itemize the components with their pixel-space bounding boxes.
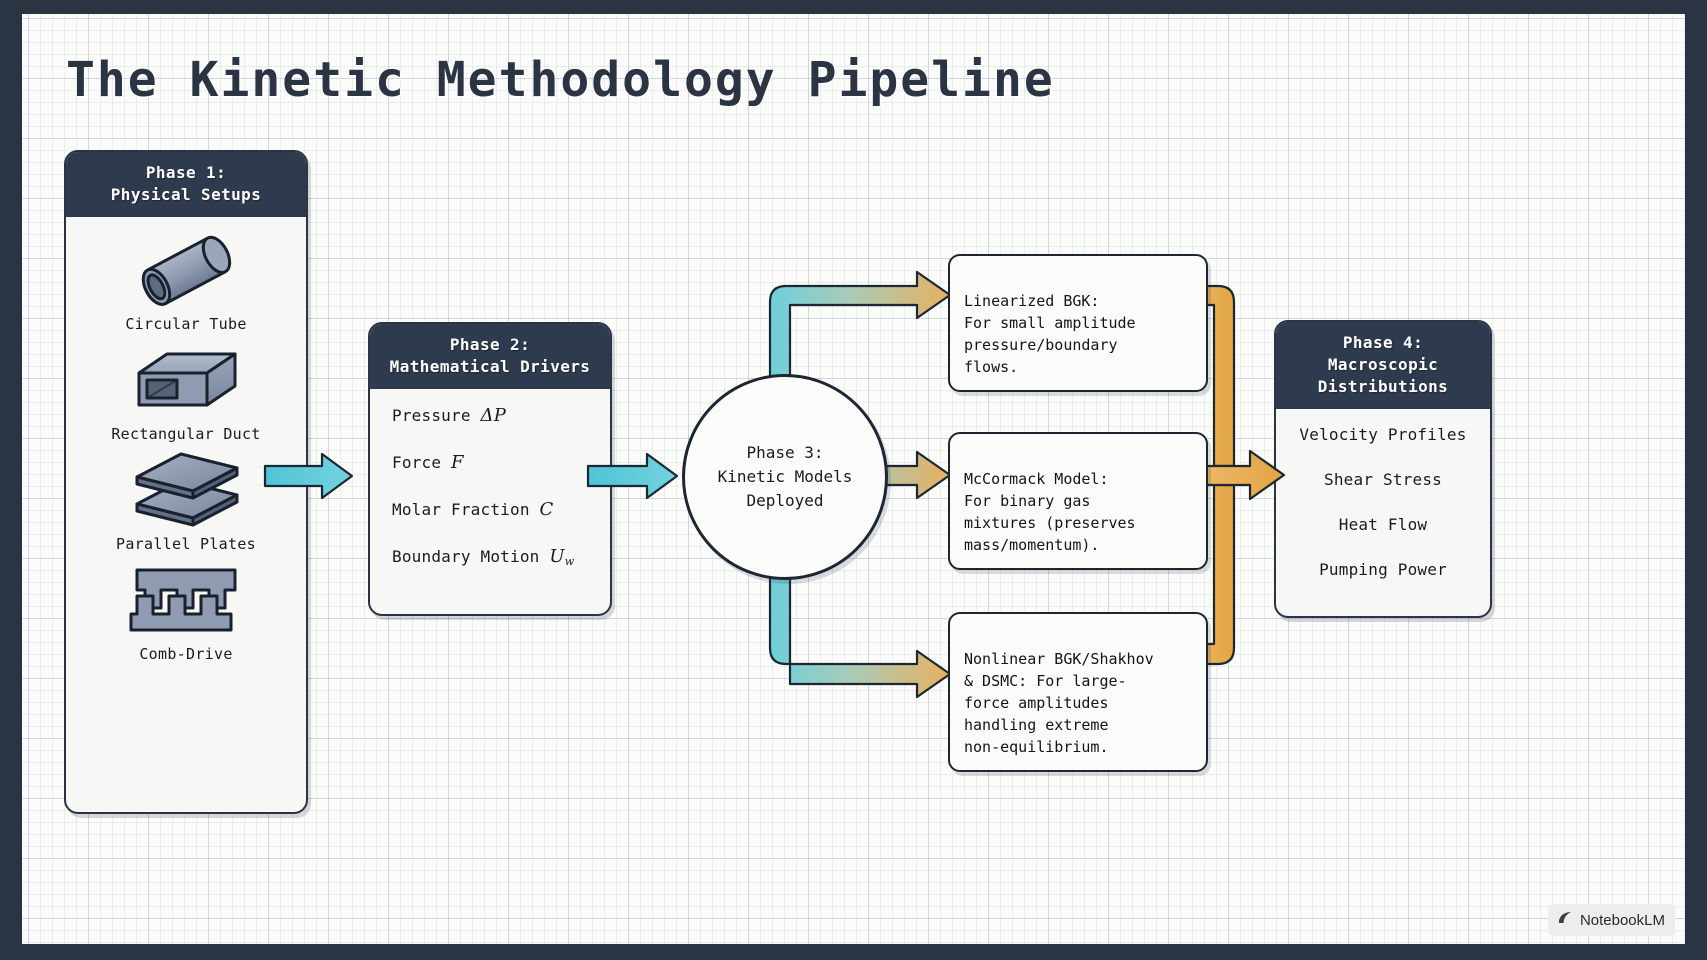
output-shear-stress: Shear Stress (1324, 470, 1442, 489)
driver-symbol: ΔP (480, 405, 507, 426)
phase2-panel: Phase 2: Mathematical Drivers Pressure Δ… (368, 322, 612, 616)
setup-label: Rectangular Duct (111, 425, 261, 443)
arrow-phase2-to-phase3 (586, 452, 679, 500)
model-text: Nonlinear BGK/Shakhov & DSMC: For large-… (964, 650, 1154, 756)
phase2-header: Phase 2: Mathematical Drivers (370, 324, 610, 389)
comb-drive-icon (121, 557, 251, 643)
page-title: The Kinetic Methodology Pipeline (66, 52, 1055, 108)
phase2-body: Pressure ΔP Force F Molar Fraction C Bou… (370, 389, 610, 578)
setup-item-rectangular-duct[interactable]: Rectangular Duct (74, 337, 298, 443)
output-velocity-profiles: Velocity Profiles (1299, 425, 1467, 444)
watermark-label: NotebookLM (1579, 911, 1665, 929)
model-box-nonlinear-bgk-dsmc[interactable]: Nonlinear BGK/Shakhov & DSMC: For large-… (948, 612, 1208, 772)
phase4-panel: Phase 4: Macroscopic Distributions Veloc… (1274, 320, 1492, 618)
setup-label: Circular Tube (125, 315, 247, 333)
setup-label: Comb-Drive (139, 645, 233, 663)
driver-pressure: Pressure ΔP (392, 405, 610, 426)
arrow-phase3-to-model1 (768, 270, 952, 391)
driver-label: Pressure (392, 406, 481, 425)
notebooklm-watermark: NotebookLM (1547, 904, 1675, 936)
grid-paper-canvas: The Kinetic Methodology Pipeline (22, 14, 1685, 944)
driver-symbol: C (539, 499, 554, 520)
phase4-header: Phase 4: Macroscopic Distributions (1276, 322, 1490, 409)
output-heat-flow: Heat Flow (1338, 515, 1428, 534)
model-box-mccormack[interactable]: McCormack Model: For binary gas mixtures… (948, 432, 1208, 570)
arrow-model3-to-phase4 (1176, 483, 1236, 666)
notebooklm-logo-icon (1556, 909, 1574, 931)
setup-item-comb-drive[interactable]: Comb-Drive (74, 557, 298, 663)
driver-symbol: F (451, 452, 464, 473)
setup-item-parallel-plates[interactable]: Parallel Plates (74, 447, 298, 553)
phase1-header: Phase 1: Physical Setups (66, 152, 306, 217)
setup-item-circular-tube[interactable]: Circular Tube (74, 227, 298, 333)
rectangular-duct-icon (121, 337, 251, 423)
phase3-label: Phase 3: Kinetic Models Deployed (717, 443, 853, 510)
output-pumping-power: Pumping Power (1319, 560, 1447, 579)
driver-force: Force F (392, 452, 610, 473)
driver-molar-fraction: Molar Fraction C (392, 499, 610, 520)
driver-symbol: U (549, 546, 565, 567)
arrow-phase1-to-phase2 (263, 452, 354, 500)
driver-subscript: w (564, 555, 575, 568)
model-box-linearized-bgk[interactable]: Linearized BGK: For small amplitude pres… (948, 254, 1208, 392)
phase1-body: Circular Tube (66, 217, 306, 675)
phase3-node[interactable]: Phase 3: Kinetic Models Deployed (682, 374, 888, 580)
parallel-plates-icon (121, 447, 251, 533)
driver-label: Force (392, 453, 451, 472)
driver-label: Molar Fraction (392, 500, 540, 519)
cylinder-tube-icon (126, 227, 246, 313)
arrow-phase3-to-model3 (768, 557, 952, 699)
phase4-body: Velocity Profiles Shear Stress Heat Flow… (1276, 409, 1490, 595)
model-text: Linearized BGK: For small amplitude pres… (964, 292, 1136, 376)
driver-boundary-motion: Boundary Motion Uw (392, 546, 610, 568)
model-text: McCormack Model: For binary gas mixtures… (964, 470, 1136, 554)
driver-label: Boundary Motion (392, 547, 550, 566)
arrow-model1-to-phase4 (1176, 284, 1236, 468)
setup-label: Parallel Plates (116, 535, 256, 553)
